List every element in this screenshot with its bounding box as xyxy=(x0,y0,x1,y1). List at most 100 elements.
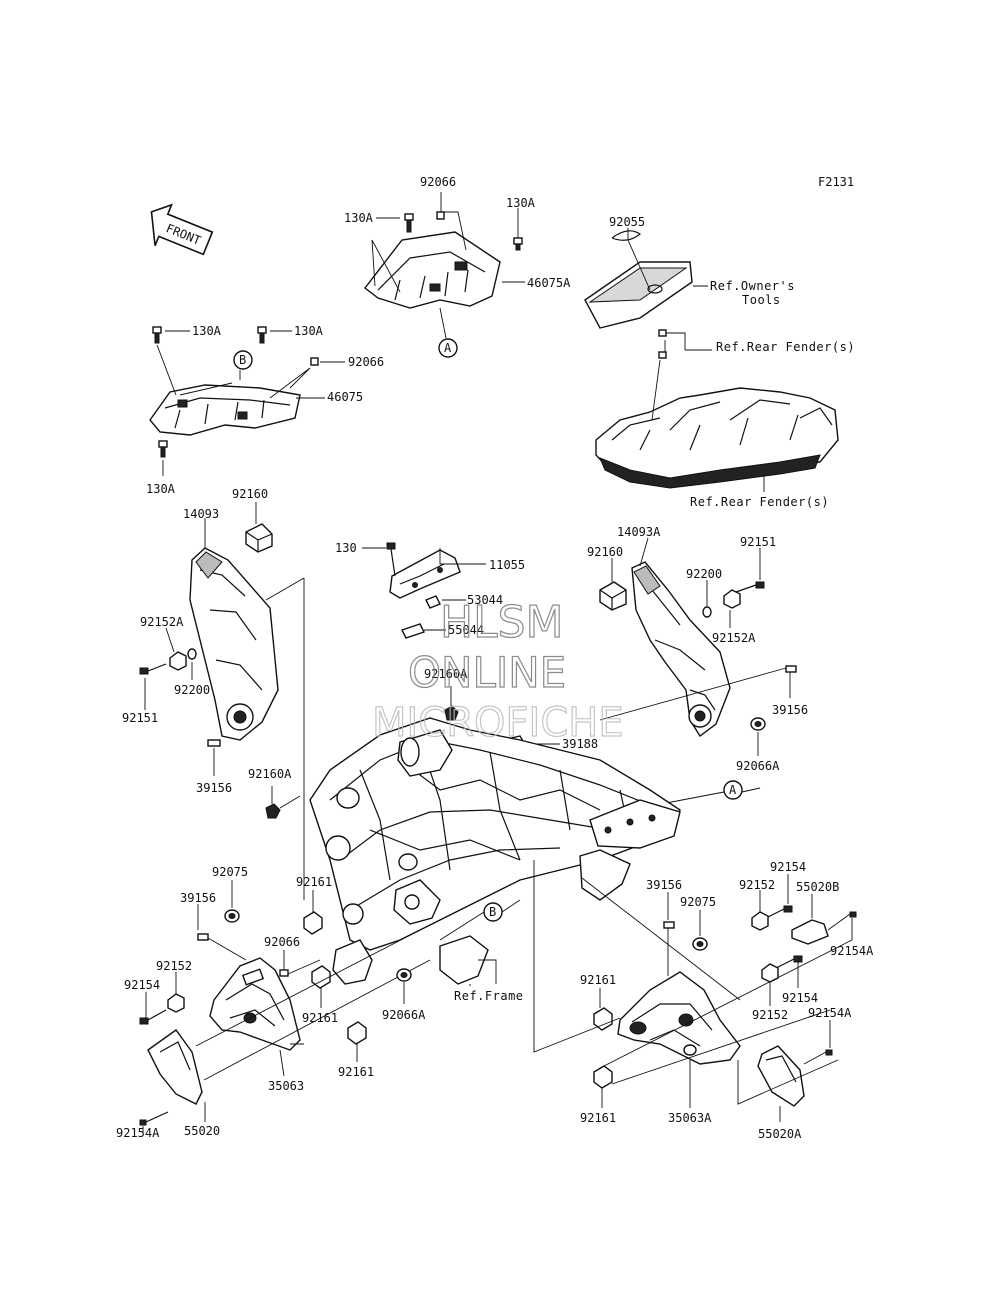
callout-b-letter: B xyxy=(239,353,246,367)
label-92154a: 92154A xyxy=(116,1126,160,1140)
label-92066a: 92066A xyxy=(382,1008,426,1022)
callout-b-top: B xyxy=(233,350,253,370)
label-92152a: 92152A xyxy=(712,631,756,645)
grommet-92066a-lower xyxy=(396,968,412,982)
bushing-92161-e xyxy=(593,1065,613,1089)
label-92154a: 92154A xyxy=(830,944,874,958)
diagram-code: F2131 xyxy=(818,175,854,189)
label-92161: 92161 xyxy=(580,1111,616,1125)
bolt-130a-top-left xyxy=(404,213,414,233)
bushing-92161-a xyxy=(303,911,323,935)
label-92075: 92075 xyxy=(212,865,248,879)
callout-a-right: A xyxy=(723,780,743,800)
label-53044: 53044 xyxy=(467,593,503,607)
side-cover-14093 xyxy=(189,547,279,741)
clip-39156-left xyxy=(207,739,221,747)
grommet-92066a-right xyxy=(750,717,766,731)
grommet-92075-left xyxy=(224,909,240,923)
label-92066: 92066 xyxy=(264,935,300,949)
bracket-46075 xyxy=(149,384,301,436)
label-39188: 39188 xyxy=(562,737,598,751)
bolt-92151-left xyxy=(139,663,167,675)
nut-92160a-mid xyxy=(444,705,459,721)
label-92066a: 92066A xyxy=(736,759,780,773)
label-39156: 39156 xyxy=(772,703,808,717)
label-130a: 130A xyxy=(146,482,176,496)
grommet-92075-right xyxy=(692,937,708,951)
collar-92152a-left xyxy=(169,651,187,671)
label-92152a: 92152A xyxy=(140,615,184,629)
bracket-35063a xyxy=(617,971,741,1065)
label-55020a: 55020A xyxy=(758,1127,802,1141)
label-130a: 130A xyxy=(344,211,374,225)
bracket-46075a xyxy=(364,231,501,309)
label-92152: 92152 xyxy=(752,1008,788,1022)
ref-owners-tools: Ref.Owner's xyxy=(710,279,795,293)
bolt-92066-lower xyxy=(279,969,289,977)
damper-92160-right xyxy=(599,581,627,611)
label-46075: 46075 xyxy=(327,390,363,404)
label-92160: 92160 xyxy=(232,487,268,501)
callout-a-top: A xyxy=(438,338,458,358)
washer-92200-left xyxy=(187,648,197,660)
clip-39156-right xyxy=(785,665,797,673)
collar-92152-right-top xyxy=(751,911,769,931)
bushing-92161-b xyxy=(311,965,331,989)
side-cover-14093a xyxy=(631,561,731,738)
bolt-130a-bottom xyxy=(158,440,168,458)
bolt-130 xyxy=(386,542,396,577)
label-55020b: 55020B xyxy=(796,880,839,894)
label-92151: 92151 xyxy=(122,711,158,725)
clip-53044 xyxy=(425,595,441,609)
label-92160a: 92160A xyxy=(248,767,292,781)
bolt-130a-mid-left xyxy=(152,326,162,344)
main-frame xyxy=(309,717,681,985)
label-130a: 130A xyxy=(294,324,324,338)
label-130a: 130A xyxy=(192,324,222,338)
ref-owners-tools-line2: Tools xyxy=(742,293,781,307)
label-92066: 92066 xyxy=(348,355,384,369)
label-39156: 39156 xyxy=(646,878,682,892)
screw-rear-fender-ref xyxy=(658,329,667,359)
label-92152: 92152 xyxy=(739,878,775,892)
bushing-92161-c xyxy=(347,1021,367,1045)
tool-bag xyxy=(584,261,693,329)
callout-b-letter: B xyxy=(489,905,496,919)
label-130a: 130A xyxy=(506,196,536,210)
collar-92152-left xyxy=(167,993,185,1013)
label-92154: 92154 xyxy=(782,991,818,1005)
clip-39156-lower-left xyxy=(197,933,209,941)
label-92151: 92151 xyxy=(740,535,776,549)
label-92161: 92161 xyxy=(296,875,332,889)
watermark: HLSM ONLINE MICROFICHE xyxy=(371,596,624,746)
rear-fender-assembly xyxy=(595,387,839,489)
label-46075a: 46075A xyxy=(527,276,571,290)
clip-92066-top xyxy=(436,211,445,220)
callout-b-frame: B xyxy=(483,902,503,922)
label-55020: 55020 xyxy=(184,1124,220,1138)
label-14093: 14093 xyxy=(183,507,219,521)
label-92160: 92160 xyxy=(587,545,623,559)
band-55044 xyxy=(401,623,425,639)
clip-92066-mid xyxy=(310,357,319,366)
nut-92160a-left xyxy=(265,803,281,819)
label-39156: 39156 xyxy=(196,781,232,795)
bushing-92161-d xyxy=(593,1007,613,1031)
label-11055: 11055 xyxy=(489,558,525,572)
label-35063: 35063 xyxy=(268,1079,304,1093)
label-92055: 92055 xyxy=(609,215,645,229)
clip-92055 xyxy=(611,230,642,241)
watermark-line2: ONLINE xyxy=(408,648,566,697)
bolt-92154-top xyxy=(765,905,793,919)
bolt-92154a-right xyxy=(825,1049,833,1056)
label-92154a: 92154A xyxy=(808,1006,852,1020)
callout-a-letter: A xyxy=(444,341,452,355)
clip-39156-lower-right xyxy=(663,921,675,929)
label-92075: 92075 xyxy=(680,895,716,909)
label-92154: 92154 xyxy=(124,978,160,992)
label-92066: 92066 xyxy=(420,175,456,189)
label-92200: 92200 xyxy=(686,567,722,581)
label-130: 130 xyxy=(335,541,357,555)
bolt-130a-top-right xyxy=(513,237,523,251)
